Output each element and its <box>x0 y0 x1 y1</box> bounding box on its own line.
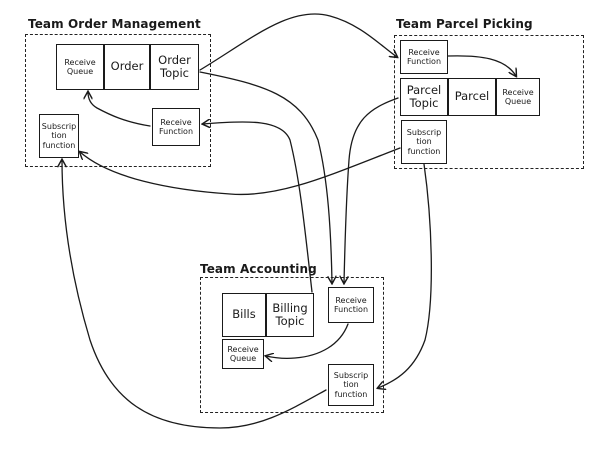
accounting-bills[interactable]: Bills <box>222 293 266 337</box>
parcel-receive-function[interactable]: Receive Function <box>400 40 448 74</box>
order-topic[interactable]: Order Topic <box>150 44 199 90</box>
accounting-bills-label: Bills <box>232 307 256 322</box>
parcel-topic-label: Parcel Topic <box>406 82 442 110</box>
accounting-receive-function-label: Receive Function <box>333 295 369 314</box>
parcel-subscription-function[interactable]: Subscrip tion function <box>401 120 447 164</box>
parcel-receive-queue-label: Receive Queue <box>502 87 534 106</box>
order-topic-label: Order Topic <box>158 52 191 80</box>
order-entity[interactable]: Order <box>104 44 150 90</box>
order-subscription-function-label: Subscrip tion function <box>41 122 77 150</box>
arrow-parcel-topic-to-accounting-receive <box>344 97 399 283</box>
accounting-subscription-function[interactable]: Subscrip tion function <box>328 364 374 406</box>
parcel-subscription-function-label: Subscrip tion function <box>406 128 442 156</box>
order-receive-function[interactable]: Receive Function <box>152 108 200 146</box>
order-receive-queue-label: Receive Queue <box>64 57 96 76</box>
team-accounting-title: Team Accounting <box>200 262 317 276</box>
team-order-management-title: Team Order Management <box>28 17 201 31</box>
parcel-topic[interactable]: Parcel Topic <box>400 78 448 116</box>
team-parcel-picking-title: Team Parcel Picking <box>396 17 533 31</box>
accounting-receive-function[interactable]: Receive Function <box>328 287 374 323</box>
parcel-receive-queue[interactable]: Receive Queue <box>496 78 540 116</box>
order-receive-function-label: Receive Function <box>158 117 194 136</box>
parcel-receive-function-label: Receive Function <box>406 47 442 66</box>
order-receive-queue[interactable]: Receive Queue <box>56 44 104 90</box>
accounting-receive-queue[interactable]: Receive Queue <box>222 339 264 369</box>
parcel-entity-label: Parcel <box>454 89 490 104</box>
accounting-receive-queue-label: Receive Queue <box>227 344 259 363</box>
arrow-parcel-sub-to-accounting-sub <box>378 163 432 388</box>
order-entity-label: Order <box>110 59 144 74</box>
accounting-subscription-function-label: Subscrip tion function <box>333 371 369 399</box>
order-subscription-function[interactable]: Subscrip tion function <box>39 114 79 158</box>
arrow-order-topic-to-parcel-receive <box>199 13 397 71</box>
accounting-billing-topic-label: Billing Topic <box>272 300 308 328</box>
arrow-order-topic-to-accounting-receive <box>199 71 332 283</box>
accounting-billing-topic[interactable]: Billing Topic <box>266 293 314 337</box>
parcel-entity[interactable]: Parcel <box>448 78 496 116</box>
